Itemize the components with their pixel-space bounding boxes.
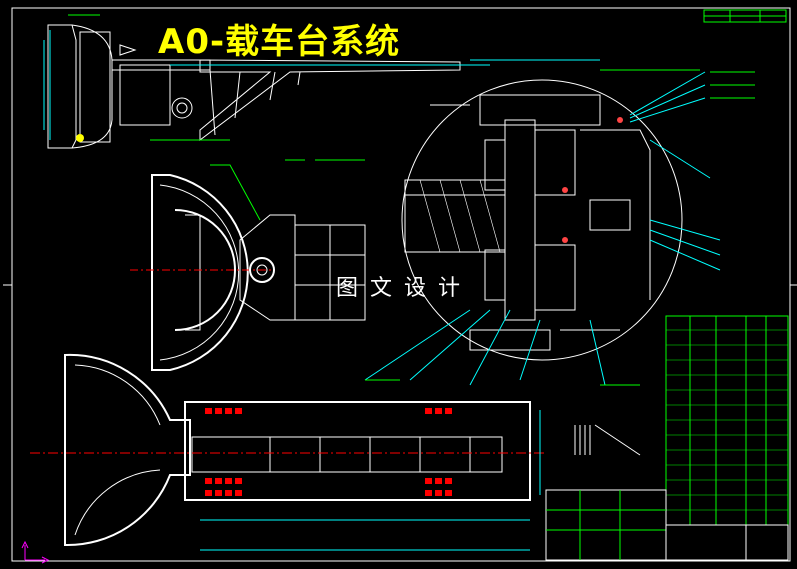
side-view [43,14,490,149]
ucs-axis-icon [21,540,50,564]
watermark-text: 图文设计 [336,276,473,301]
top-right-block [703,9,787,23]
parts-list-table [545,315,789,561]
front-half-view [130,159,366,371]
detail-circle-view [364,59,755,386]
plan-view [30,353,641,551]
drawing-title: A0-载车台系统 [158,22,401,62]
